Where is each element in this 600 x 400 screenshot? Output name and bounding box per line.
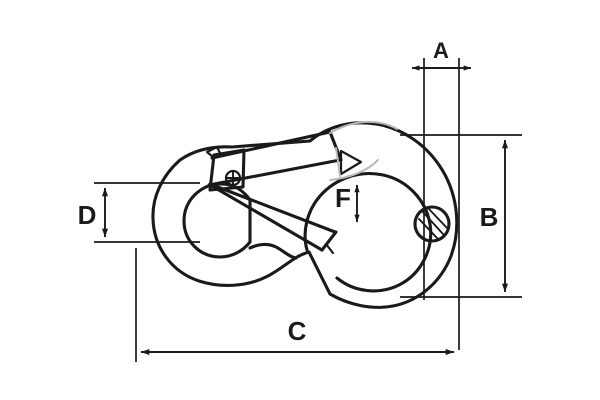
- dimension-b-label: B: [480, 202, 499, 232]
- hook-body-group: [151, 120, 459, 309]
- dimension-c: C: [135, 248, 455, 362]
- gate-diagonal-strut: [208, 182, 337, 234]
- gate-arrow-indicator: [335, 147, 363, 177]
- gate-faint-arc: [329, 120, 398, 134]
- dimension-d-label: D: [78, 200, 97, 230]
- gate-foot-face: [320, 230, 338, 252]
- dimension-d: D: [78, 182, 200, 243]
- dimension-f: F: [335, 183, 360, 223]
- gate-lower-edge: [207, 158, 342, 187]
- dimension-a: A: [411, 38, 472, 350]
- dimension-b: B: [400, 134, 522, 298]
- gate-hinge-block: [208, 148, 246, 192]
- dimension-c-label: C: [288, 316, 307, 346]
- gate-faint-sweep: [329, 159, 379, 181]
- dimension-a-label: A: [433, 38, 449, 63]
- pivot-rivet: [224, 169, 242, 187]
- gate-lower-strut: [210, 184, 324, 252]
- hook-throat-line: [248, 242, 298, 260]
- gate-upper-edge: [210, 130, 332, 160]
- gate-hinge-notch: [205, 145, 223, 159]
- gate-tip-face: [328, 130, 343, 162]
- screw-head: [413, 205, 451, 243]
- eye-inner-circle: [182, 182, 252, 259]
- dimension-f-label: F: [335, 183, 351, 213]
- gate-lever-group: [205, 130, 343, 255]
- hook-inner-bow: [303, 172, 433, 293]
- gate-foot-stub: [324, 242, 335, 255]
